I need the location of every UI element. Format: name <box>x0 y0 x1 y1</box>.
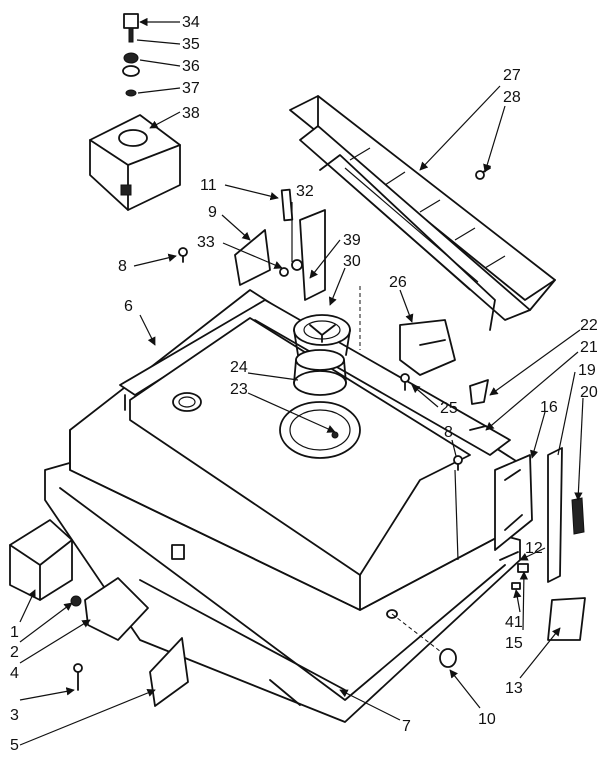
callout-30: 30 <box>343 253 361 270</box>
left-upper-parts <box>178 188 463 471</box>
lower-left-parts <box>9 519 189 707</box>
callout-24: 24 <box>230 359 248 376</box>
callout-25: 25 <box>440 400 458 417</box>
callout-16: 16 <box>540 399 558 416</box>
callout-22: 22 <box>580 317 598 334</box>
right-side-parts <box>399 319 586 641</box>
callout-35: 35 <box>182 36 200 53</box>
callout-38: 38 <box>182 105 200 122</box>
callout-26: 26 <box>389 274 407 291</box>
callout-15: 15 <box>505 635 523 652</box>
callout-11: 11 <box>200 177 217 194</box>
callout-7: 7 <box>402 718 411 735</box>
callout-32: 32 <box>296 183 314 200</box>
callout-6: 6 <box>124 298 133 315</box>
callout-37: 37 <box>182 80 200 97</box>
tub-base-assembly <box>44 289 533 723</box>
callout-23: 23 <box>230 381 248 398</box>
callout-39: 39 <box>343 232 361 249</box>
callout-28: 28 <box>503 89 521 106</box>
callout-20: 20 <box>580 384 598 401</box>
callout-8-upper: 8 <box>118 258 127 275</box>
callout-12: 12 <box>525 540 543 557</box>
callout-5: 5 <box>10 737 19 754</box>
callout-19: 19 <box>578 362 596 379</box>
callout-36: 36 <box>182 58 200 75</box>
callout-4: 4 <box>10 665 19 682</box>
callout-13: 13 <box>505 680 523 697</box>
callout-27: 27 <box>503 67 521 84</box>
callout-2: 2 <box>10 644 19 661</box>
callout-41: 41 <box>505 614 523 631</box>
pump-assembly <box>279 286 361 459</box>
spray-arm-cover <box>289 95 556 331</box>
callout-9: 9 <box>208 204 217 221</box>
callout-8-lower: 8 <box>444 424 453 441</box>
callout-10: 10 <box>478 711 496 728</box>
timer-assembly <box>89 13 181 211</box>
callout-33: 33 <box>197 234 215 251</box>
callout-labels: 34 35 36 37 38 27 28 11 32 9 33 39 30 8 … <box>10 14 598 754</box>
callout-21: 21 <box>580 339 598 356</box>
callout-3: 3 <box>10 707 19 724</box>
leader-lines <box>19 17 584 746</box>
callout-1: 1 <box>10 624 19 641</box>
callout-34: 34 <box>182 14 200 31</box>
